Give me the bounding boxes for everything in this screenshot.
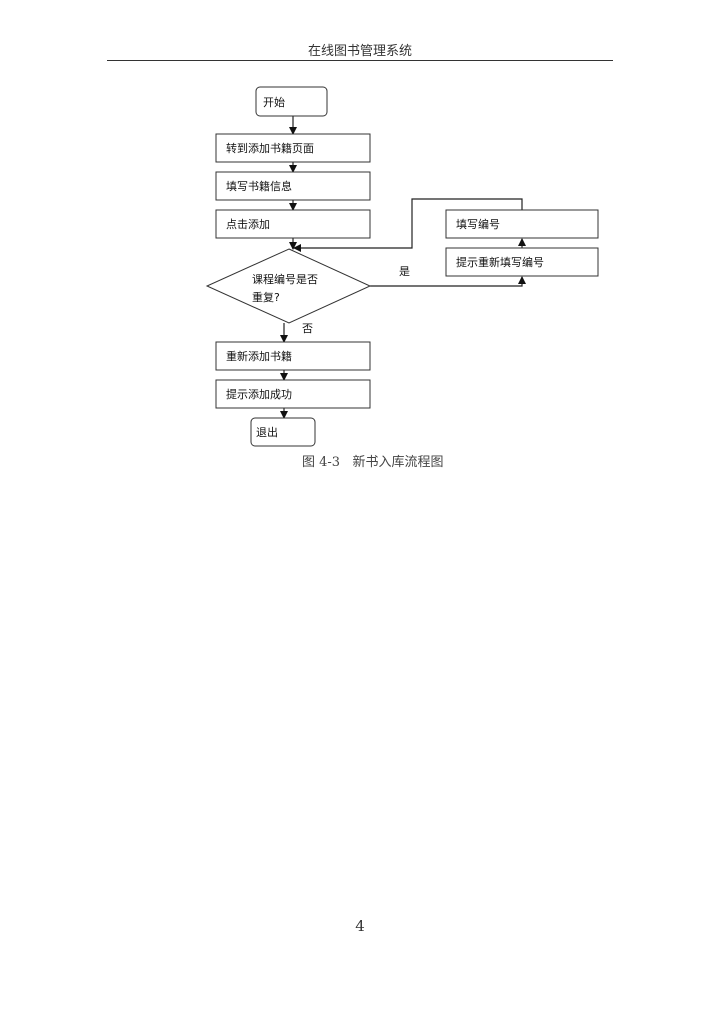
end-label: 退出 bbox=[256, 425, 278, 439]
step3-box bbox=[215, 209, 371, 239]
step5-box bbox=[215, 379, 371, 409]
decision-label-1: 课程编号是否 bbox=[252, 272, 318, 286]
retry-prompt-label: 提示重新填写编号 bbox=[456, 255, 544, 269]
start-node bbox=[255, 86, 328, 117]
decision-diamond bbox=[205, 248, 372, 324]
no-label: 否 bbox=[302, 322, 313, 335]
end-node bbox=[250, 417, 316, 447]
header-rule bbox=[107, 60, 613, 61]
arrow-yes bbox=[370, 276, 526, 287]
page-number: 4 bbox=[355, 917, 365, 935]
figure-caption: 图 4-3 新书入库流程图 bbox=[302, 454, 443, 470]
start-label: 开始 bbox=[263, 95, 285, 109]
retry-fill-box bbox=[445, 209, 599, 239]
step4-box bbox=[215, 341, 371, 371]
yes-label: 是 bbox=[399, 265, 410, 278]
retry-prompt-box bbox=[445, 247, 599, 277]
step1-label: 转到添加书籍页面 bbox=[226, 141, 314, 155]
running-header: 在线图书管理系统 bbox=[307, 44, 412, 59]
step5-label: 提示添加成功 bbox=[226, 387, 292, 401]
step1-box bbox=[215, 133, 371, 163]
loop-back-arrow bbox=[293, 198, 523, 252]
retry-fill-label: 填写编号 bbox=[456, 217, 500, 231]
step2-label: 填写书籍信息 bbox=[226, 179, 292, 193]
step2-box bbox=[215, 171, 371, 201]
step4-label: 重新添加书籍 bbox=[226, 349, 292, 363]
step3-label: 点击添加 bbox=[226, 217, 270, 231]
decision-label-2: 重复? bbox=[252, 290, 280, 304]
